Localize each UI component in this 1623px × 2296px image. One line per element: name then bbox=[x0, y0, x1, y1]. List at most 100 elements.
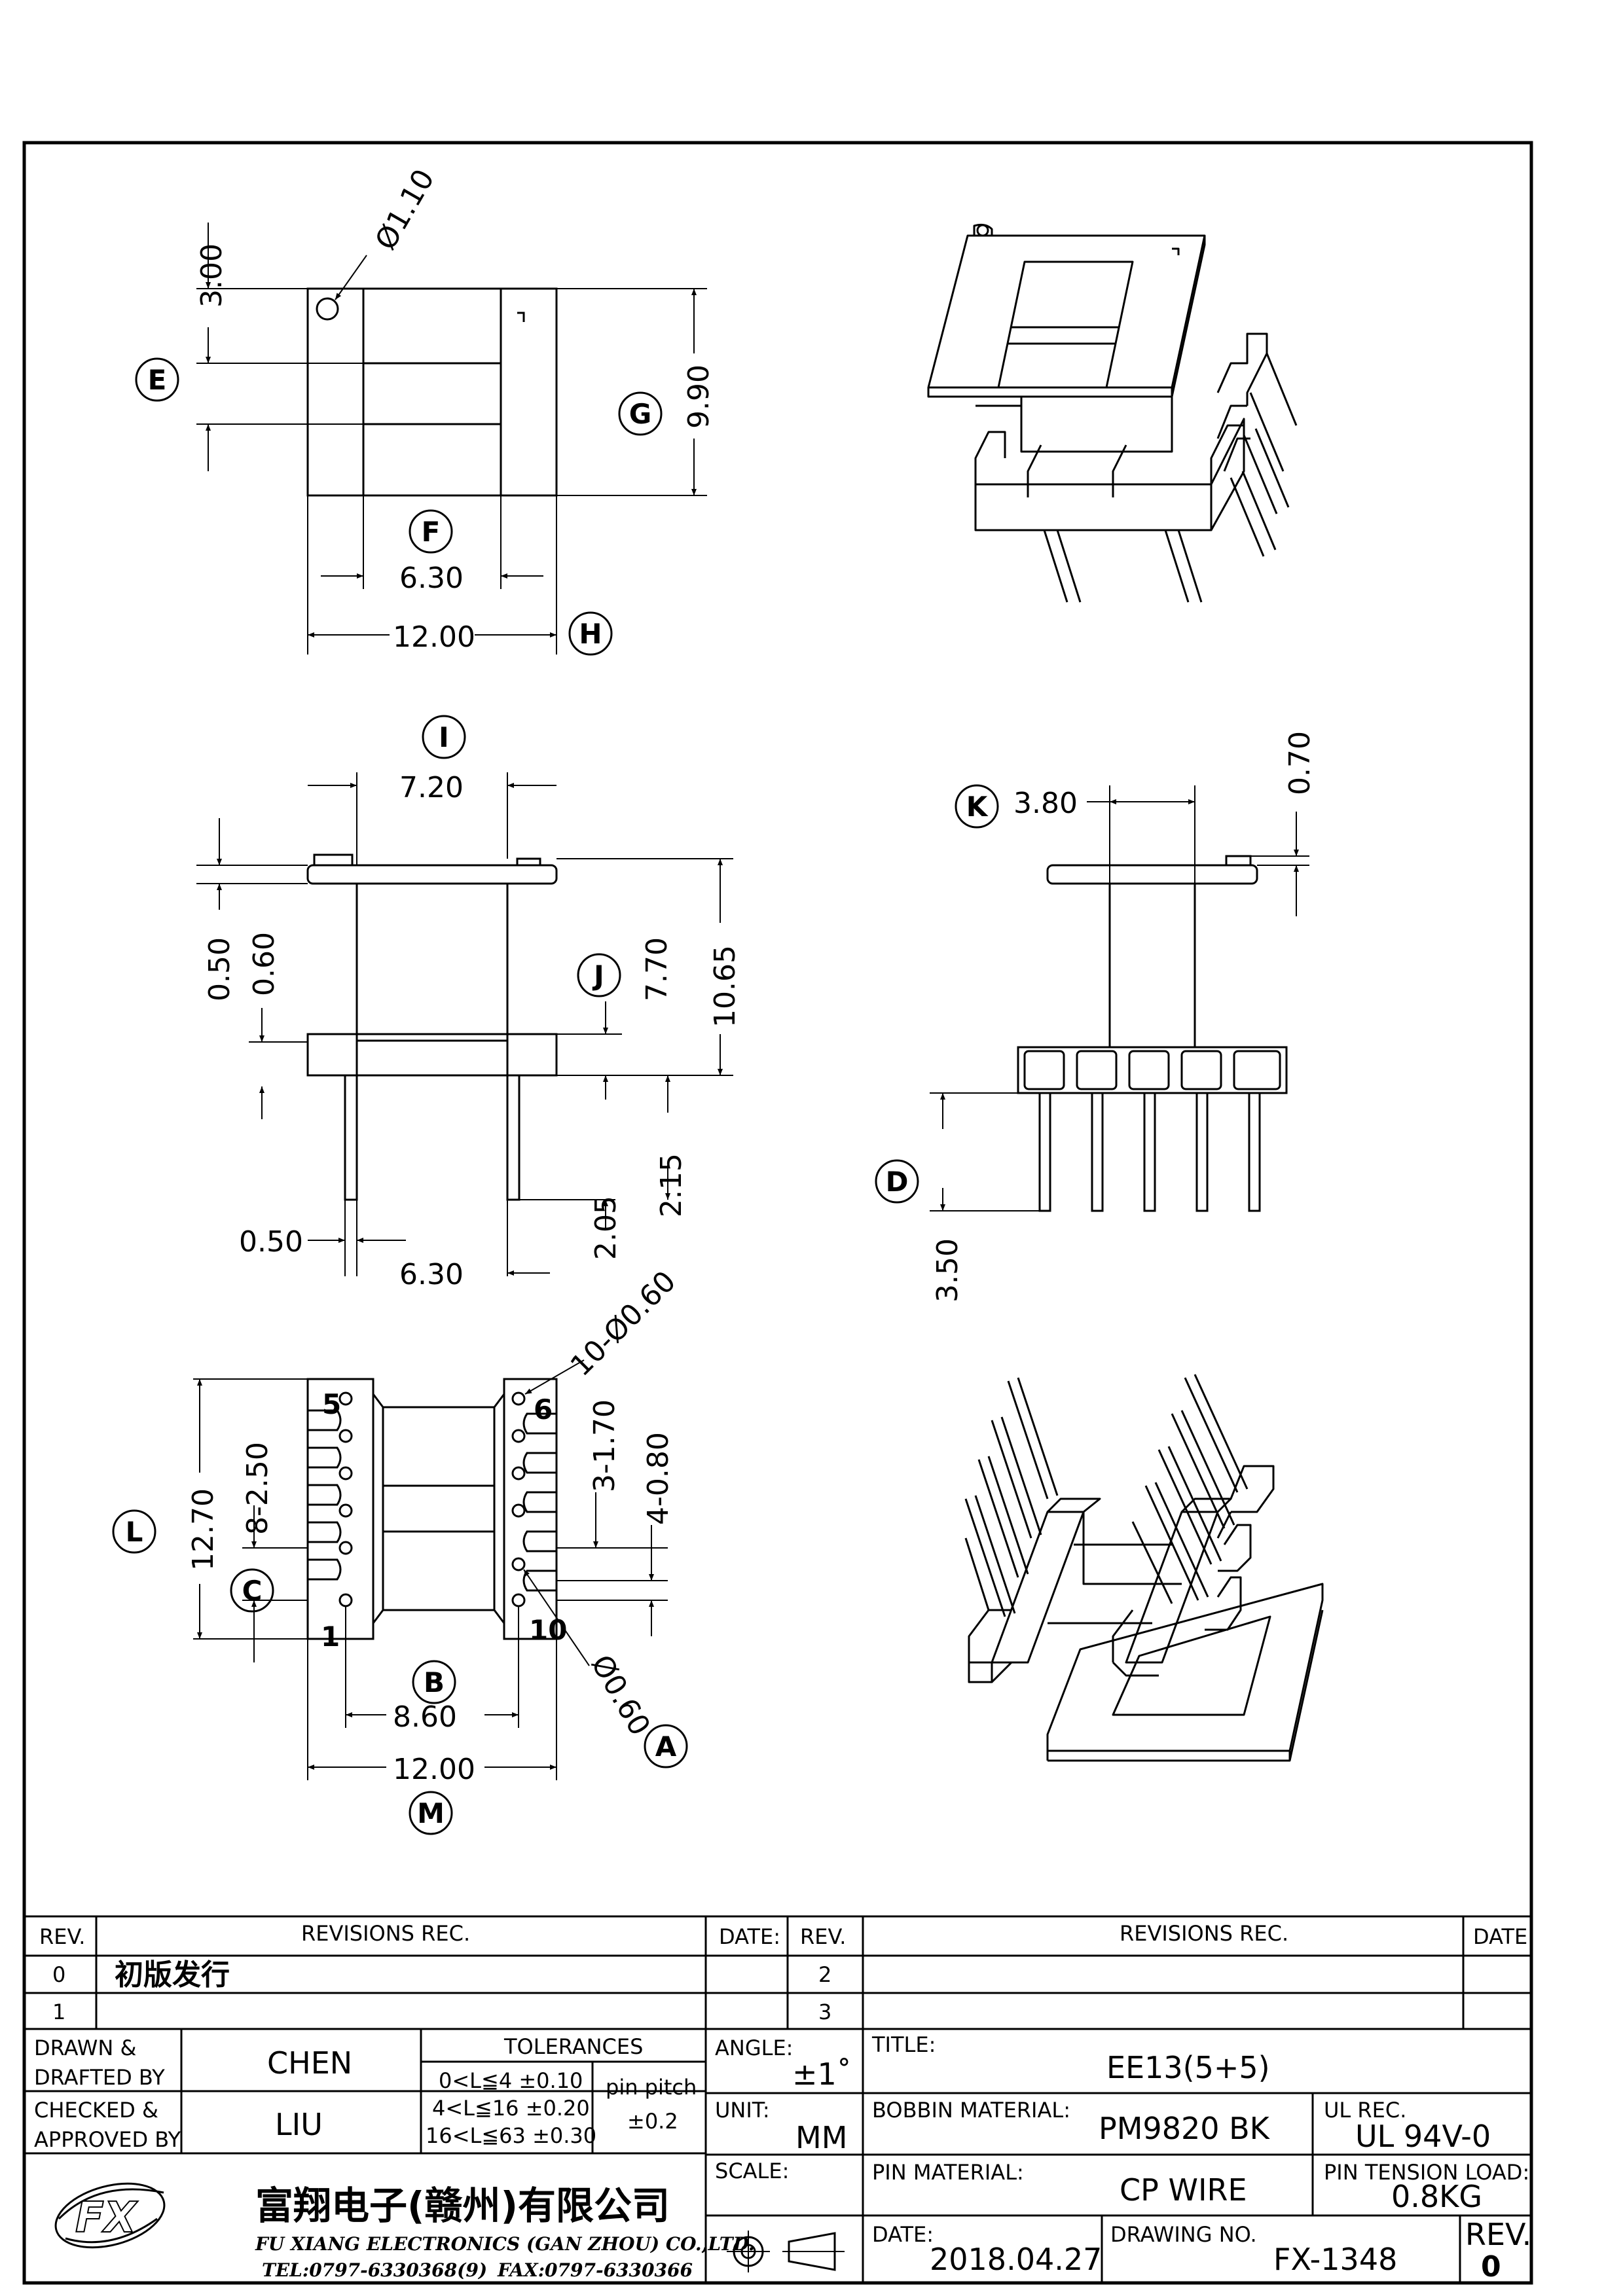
dim-slot2: 4-0.80 bbox=[642, 1432, 675, 1525]
dim-slot1: 3-1.70 bbox=[588, 1399, 621, 1492]
dim-pin-len: 3.50 bbox=[931, 1238, 964, 1302]
callout-m: M bbox=[417, 1797, 445, 1829]
dim-pin-len2: 2.15 bbox=[655, 1153, 688, 1217]
dim-window: 7.70 bbox=[640, 937, 674, 1001]
dim-hole-dia: Ø1.10 bbox=[369, 164, 441, 255]
sheet-border bbox=[22, 141, 1533, 2285]
date-value: 2018.04.27 bbox=[930, 2242, 1102, 2277]
revision-table bbox=[24, 1915, 1531, 2030]
pin-label-1: 1 bbox=[321, 1621, 340, 1653]
bobbin-label: BOBBIN MATERIAL: bbox=[872, 2098, 1070, 2123]
pin-note: 10-Ø0.60 bbox=[564, 1265, 683, 1383]
callout-h: H bbox=[579, 618, 602, 650]
drawn-by: CHEN bbox=[267, 2045, 352, 2081]
checked-label-2: APPROVED BY bbox=[34, 2127, 181, 2152]
callout-j: J bbox=[592, 960, 604, 992]
tolerances-label: TOLERANCES bbox=[503, 2034, 643, 2059]
unit-label: UNIT: bbox=[715, 2098, 770, 2123]
dim-top: 0.70 bbox=[1283, 731, 1317, 795]
callout-g: G bbox=[629, 398, 651, 430]
callout-k: K bbox=[966, 791, 989, 823]
fax: FAX:0797-6330366 bbox=[497, 2259, 693, 2281]
rev-row-2: 2 bbox=[818, 1962, 831, 1987]
dim-pin-len1: 2.05 bbox=[589, 1196, 623, 1260]
tel: TEL:0797-6330368(9) bbox=[262, 2259, 487, 2281]
callout-b: B bbox=[424, 1666, 445, 1698]
dim-total-width-bottom: 12.00 bbox=[393, 1753, 475, 1786]
checked-by: LIU bbox=[275, 2107, 323, 2142]
dim-total-height-bottom: 12.70 bbox=[187, 1488, 220, 1571]
dim-pin-span: 6.30 bbox=[399, 1258, 464, 1291]
iso-view-top bbox=[927, 223, 1298, 603]
side-view-labels: 7.20 0.50 0.60 7.70 10.65 2.05 2.15 0.50… bbox=[203, 771, 742, 1291]
dim-core-width: 7.20 bbox=[399, 771, 464, 804]
pin-label-5: 5 bbox=[322, 1388, 341, 1420]
pin-pitch-tol: ±0.2 bbox=[627, 2109, 678, 2134]
tol-row-3: 16<L≦63 ±0.30 bbox=[426, 2123, 596, 2148]
dim-total-width: 12.00 bbox=[393, 620, 475, 654]
angle-value: ±1˚ bbox=[792, 2056, 852, 2092]
revision-table-text: REV. REVISIONS REC. DATE: REV. REVISIONS… bbox=[39, 1921, 1535, 2024]
company-cn: 富翔电子(赣州)有限公司 bbox=[255, 2183, 670, 2228]
logo-text: FX bbox=[75, 2194, 138, 2242]
date-label: DATE: bbox=[872, 2222, 934, 2247]
end-view bbox=[930, 785, 1309, 1212]
callout-l: L bbox=[126, 1516, 143, 1548]
iso-view-bottom bbox=[964, 1374, 1324, 1762]
dim-top-offset: 3.00 bbox=[195, 243, 228, 308]
rev-label: REV. bbox=[1465, 2217, 1531, 2252]
dim-flange-th1: 0.50 bbox=[203, 937, 236, 1001]
angle-label: ANGLE: bbox=[715, 2036, 793, 2060]
date-header-left: DATE: bbox=[719, 1924, 780, 1949]
dim-total-height: 10.65 bbox=[708, 945, 742, 1028]
dim-pin-dia: Ø0.60 bbox=[584, 1649, 656, 1741]
end-view-labels: 3.80 0.70 3.50 bbox=[930, 731, 1317, 1302]
callouts bbox=[112, 357, 999, 1835]
title-block-text: DRAWN & DRAFTED BY CHEN CHECKED & APPROV… bbox=[34, 2032, 1531, 2284]
rec-row-0: 初版发行 bbox=[115, 1958, 230, 1992]
scale-label: SCALE: bbox=[715, 2159, 789, 2183]
side-view bbox=[196, 772, 733, 1276]
rev-value: 0 bbox=[1481, 2250, 1501, 2284]
dim-k: 3.80 bbox=[1013, 787, 1078, 820]
drawn-label-1: DRAWN & bbox=[34, 2036, 136, 2060]
checked-label-1: CHECKED & bbox=[34, 2098, 158, 2123]
bottom-view-labels: 5 6 1 10 10-Ø0.60 12.70 8-2.50 3-1.70 4-… bbox=[187, 1265, 682, 1786]
title-label: TITLE: bbox=[871, 2032, 936, 2057]
title-block bbox=[24, 2029, 1531, 2283]
drawing-no-value: FX-1348 bbox=[1273, 2242, 1397, 2277]
ul-label: UL REC. bbox=[1324, 2098, 1406, 2123]
callout-c: C bbox=[242, 1575, 263, 1607]
rec-header-right: REVISIONS REC. bbox=[1120, 1921, 1288, 1946]
tol-row-2: 4<L≦16 ±0.20 bbox=[432, 2096, 590, 2121]
date-header-right: DATE: bbox=[1473, 1924, 1535, 1949]
pin-material-label: PIN MATERIAL: bbox=[872, 2160, 1024, 2185]
pin-tension-label: PIN TENSION LOAD: bbox=[1324, 2160, 1529, 2185]
unit-value: MM bbox=[795, 2120, 847, 2155]
callout-e: E bbox=[148, 364, 167, 396]
rev-row-3: 3 bbox=[818, 2000, 831, 2024]
pin-label-10: 10 bbox=[529, 1614, 567, 1646]
dim-flange-th2: 0.60 bbox=[247, 932, 281, 996]
dim-height: 9.90 bbox=[682, 365, 716, 429]
pin-label-6: 6 bbox=[534, 1393, 553, 1426]
bottom-view bbox=[193, 1359, 668, 1780]
dim-pitch: 8-2.50 bbox=[241, 1442, 274, 1535]
dim-inner-width: 6.30 bbox=[399, 562, 464, 595]
rec-header-left: REVISIONS REC. bbox=[301, 1921, 470, 1946]
pin-material-value: CP WIRE bbox=[1120, 2172, 1247, 2208]
callout-a: A bbox=[655, 1731, 677, 1763]
dim-pin-offset: 0.50 bbox=[239, 1225, 303, 1259]
ul-value: UL 94V-0 bbox=[1355, 2119, 1491, 2154]
callout-i: I bbox=[439, 721, 449, 753]
dim-row-span: 8.60 bbox=[393, 1700, 457, 1734]
rev-header-left: REV. bbox=[39, 1924, 85, 1949]
company-en: FU XIANG ELECTRONICS (GAN ZHOU) CO.,LTD. bbox=[255, 2233, 755, 2255]
pin-tension-value: 0.8KG bbox=[1391, 2179, 1482, 2214]
callout-d: D bbox=[886, 1166, 909, 1198]
drawing-no-label: DRAWING NO. bbox=[1110, 2222, 1257, 2247]
callout-f: F bbox=[422, 516, 441, 548]
rev-row-0: 0 bbox=[52, 1962, 65, 1987]
title-value: EE13(5+5) bbox=[1106, 2050, 1270, 2085]
bobbin-value: PM9820 BK bbox=[1099, 2111, 1271, 2146]
